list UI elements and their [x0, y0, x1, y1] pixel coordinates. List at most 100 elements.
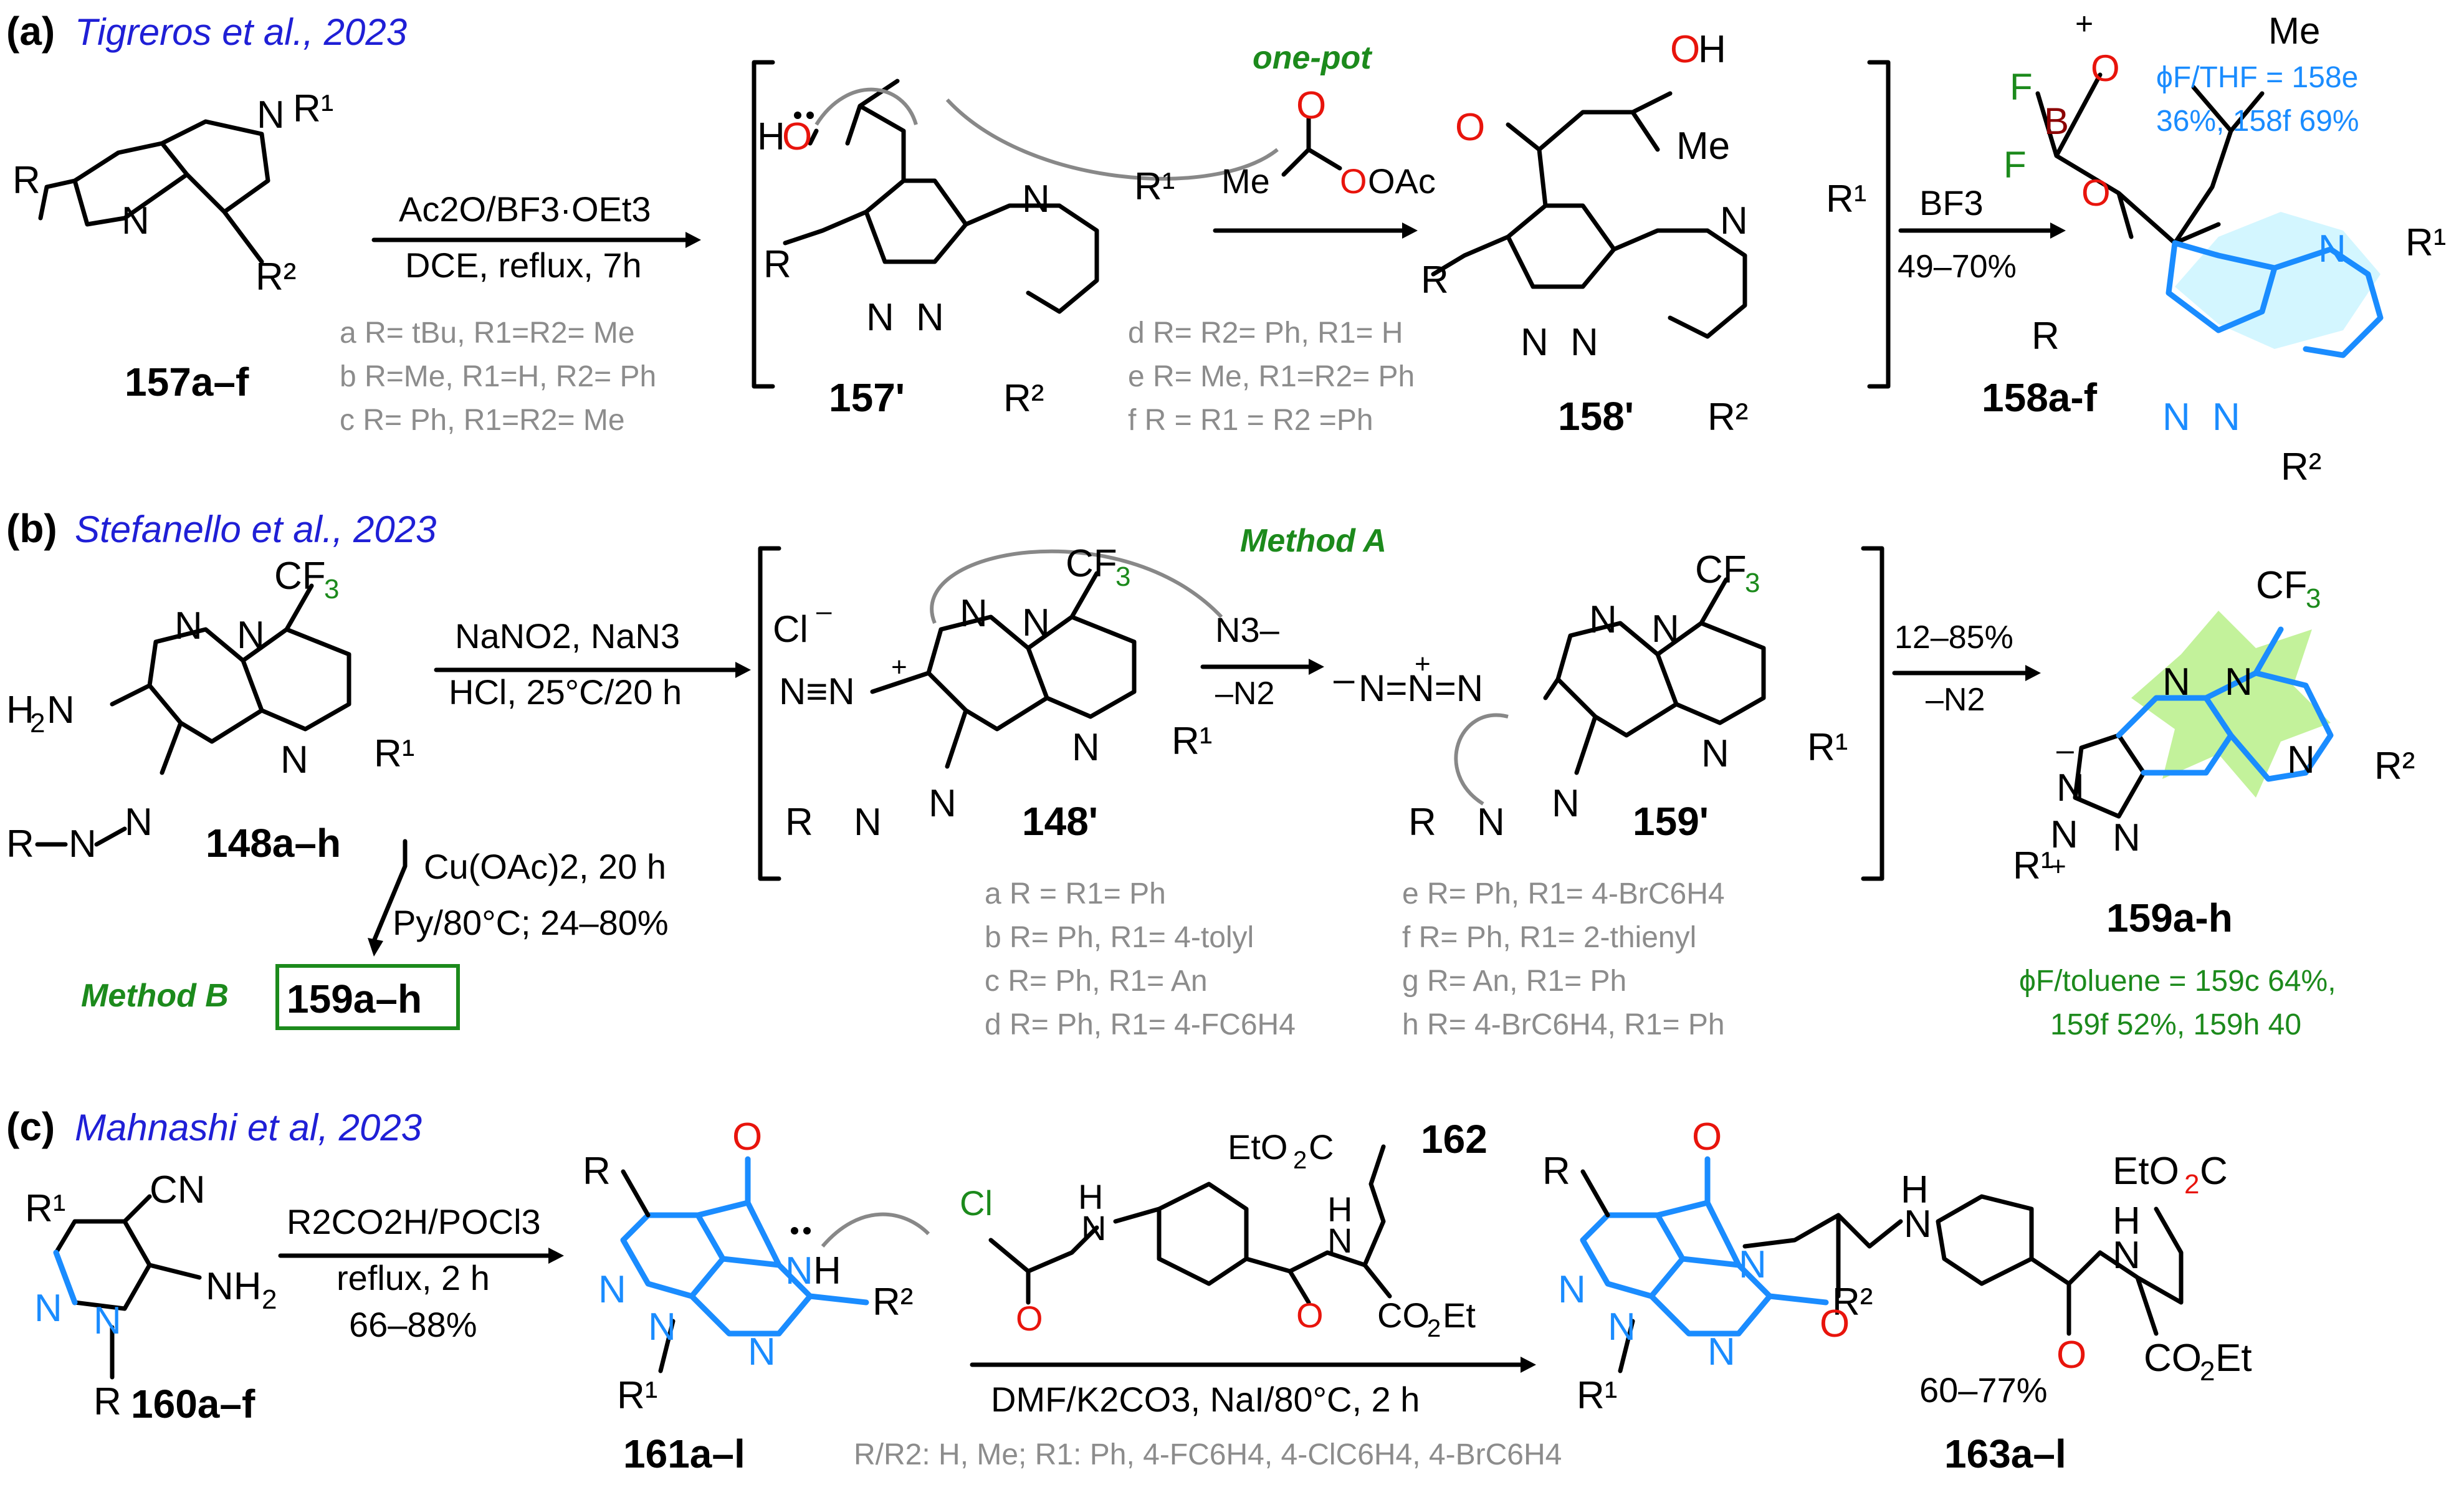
- subst-b-h: h R= 4-BrC6H4, R1= Ph: [1402, 1008, 1725, 1041]
- svg-text:N: N: [2287, 738, 2315, 781]
- svg-text:O: O: [2091, 47, 2120, 89]
- svg-text:Cl: Cl: [773, 608, 808, 650]
- intermediate-158prime-label: 158': [1558, 394, 1634, 439]
- svg-text:2: 2: [30, 708, 45, 738]
- svg-text:N: N: [748, 1330, 776, 1373]
- svg-text:O: O: [1296, 84, 1326, 127]
- svg-text:N: N: [598, 1268, 626, 1311]
- svg-text:R¹: R¹: [25, 1187, 65, 1230]
- svg-text:H: H: [1078, 1177, 1103, 1216]
- svg-text:Me: Me: [1676, 125, 1730, 168]
- subst-b: b R=Me, R1=H, R2= Ph: [340, 360, 656, 393]
- svg-text:N: N: [2318, 227, 2346, 270]
- svg-text:+: +: [2050, 851, 2066, 882]
- panel-c-label: (c): [6, 1104, 55, 1149]
- svg-text:R: R: [1408, 801, 1436, 844]
- svg-text:O: O: [1820, 1302, 1850, 1345]
- svg-text:C: C: [2200, 1150, 2228, 1193]
- subst-f: f R = R1 = R2 =Ph: [1128, 404, 1373, 437]
- intermediate-148prime-label: 148': [1022, 799, 1098, 844]
- svg-text:N: N: [960, 592, 988, 635]
- svg-text:+: +: [891, 652, 907, 682]
- svg-text:EtO: EtO: [2113, 1150, 2179, 1193]
- svg-text:R²: R²: [255, 255, 296, 298]
- svg-text:N: N: [122, 199, 150, 242]
- svg-text:F: F: [2003, 144, 2027, 186]
- one-pot-label: one-pot: [1253, 40, 1373, 76]
- svg-text:O: O: [732, 1115, 762, 1158]
- method-b-label: Method B: [81, 978, 229, 1014]
- structure-158a-f: F F B O O Me + R N N N R¹ R²: [2003, 6, 2446, 489]
- subst-e: e R= Me, R1=R2= Ph: [1128, 360, 1415, 393]
- svg-text:R¹: R¹: [2405, 221, 2446, 264]
- ester-me: Me: [1221, 161, 1270, 201]
- product-b-label: 159a–h: [287, 976, 422, 1021]
- ester-oac: OAc: [1368, 161, 1436, 201]
- svg-text:C: C: [1309, 1127, 1334, 1167]
- svg-text:–: –: [816, 596, 832, 626]
- svg-text:2: 2: [1293, 1147, 1307, 1174]
- minus-n2-a: –N2: [1215, 676, 1274, 712]
- svg-text:Me: Me: [2268, 10, 2320, 52]
- svg-text:NH: NH: [206, 1265, 262, 1308]
- svg-text:R¹: R¹: [1826, 178, 1866, 221]
- svg-text:R¹: R¹: [617, 1374, 657, 1417]
- svg-text:N: N: [1701, 732, 1729, 775]
- svg-text:R¹: R¹: [293, 87, 333, 130]
- svg-text:N: N: [648, 1306, 676, 1349]
- svg-text:N: N: [1477, 801, 1505, 844]
- compound-148-label: 148a–h: [206, 821, 341, 866]
- svg-text:–: –: [2056, 732, 2074, 767]
- azide-reagent: N3–: [1215, 610, 1280, 649]
- panel-c-citation: Mahnashi et al, 2023: [75, 1107, 422, 1148]
- svg-text:N: N: [1558, 1268, 1586, 1311]
- yield-c2: 60–77%: [1919, 1370, 2048, 1410]
- svg-text:R: R: [1421, 259, 1449, 302]
- product-158-label: 158a-f: [1982, 375, 2098, 420]
- svg-text:R²: R²: [1832, 1281, 1873, 1324]
- method-a-label: Method A: [1240, 523, 1387, 559]
- structure-162: Cl O H N O N H EtO 2 C CO 2 Et: [960, 1127, 1476, 1342]
- structure-158prime: O O H Me R N N N R¹ R²: [1421, 28, 1866, 439]
- svg-text:O: O: [1670, 28, 1700, 71]
- svg-text:O: O: [1340, 161, 1367, 201]
- acetic-ester: O Me O OAc: [1221, 84, 1436, 201]
- svg-text:N: N: [1327, 1221, 1352, 1260]
- svg-text:N: N: [1904, 1203, 1932, 1246]
- structure-159prime: – N=N=N + N N N CF 3 R¹ R N N: [1334, 548, 1848, 844]
- svg-text:N: N: [1072, 726, 1100, 769]
- phi-a-line1: ϕF/THF = 158e: [2156, 61, 2358, 94]
- intermediate-161-label: 161a–l: [623, 1431, 745, 1476]
- svg-text:N: N: [2113, 816, 2141, 859]
- svg-text:N: N: [1739, 1243, 1767, 1286]
- svg-text:N: N: [929, 782, 957, 825]
- svg-text:N: N: [2050, 813, 2078, 856]
- reagent-c-mid: reflux, 2 h: [337, 1258, 490, 1297]
- svg-text:N: N: [125, 801, 153, 844]
- svg-text:3: 3: [1745, 568, 1760, 598]
- svg-text:CO: CO: [2144, 1337, 2202, 1380]
- panel-b: (b) Stefanello et al., 2023 N N N CF 3 H…: [6, 506, 2415, 1041]
- svg-text:N≡N: N≡N: [779, 671, 855, 712]
- svg-text:Et: Et: [2215, 1337, 2252, 1380]
- svg-text:N: N: [34, 1287, 62, 1330]
- svg-text:R²: R²: [1707, 396, 1748, 439]
- compound-160-label: 160a–f: [131, 1382, 255, 1426]
- svg-text:O: O: [782, 115, 812, 158]
- intermediate-159prime-label: 159': [1633, 799, 1709, 844]
- svg-text:N: N: [2162, 661, 2190, 704]
- svg-text:R¹: R¹: [374, 732, 414, 775]
- svg-text:B: B: [2044, 100, 2069, 142]
- phi-b-line1: ϕF/toluene = 159c 64%,: [2019, 965, 2336, 998]
- svg-text:N: N: [2162, 396, 2190, 439]
- compound-157-label: 157a–f: [125, 360, 249, 404]
- subst-b-g: g R= An, R1= Ph: [1402, 965, 1626, 998]
- svg-text:CF: CF: [2256, 564, 2308, 607]
- svg-text:R: R: [583, 1150, 611, 1193]
- svg-text:N: N: [174, 604, 203, 647]
- panel-a-citation: Tigreros et al., 2023: [75, 11, 407, 53]
- subst-a: a R= tBu, R1=R2= Me: [340, 317, 635, 350]
- reagent-py: Py/80°C; 24–80%: [393, 903, 669, 942]
- svg-text:F: F: [2010, 66, 2033, 108]
- svg-text:R: R: [1542, 1150, 1570, 1193]
